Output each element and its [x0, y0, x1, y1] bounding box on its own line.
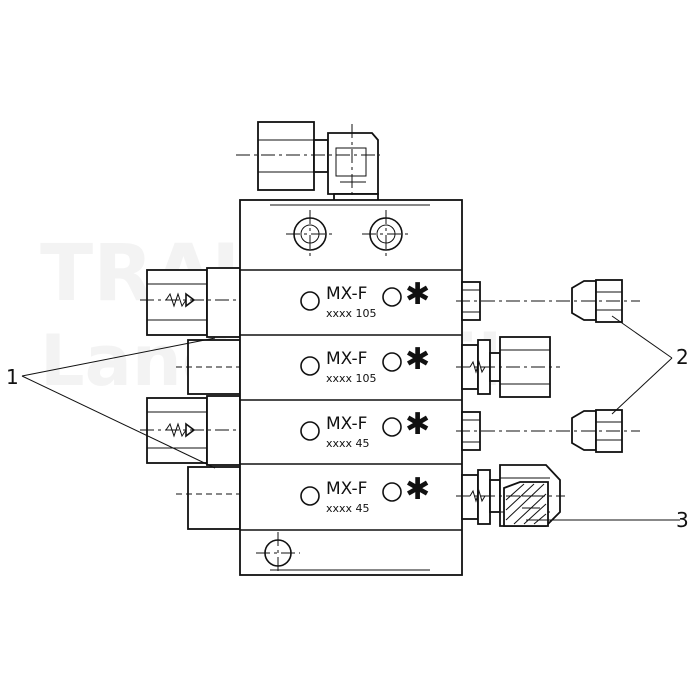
bottom-port	[256, 532, 300, 575]
left-plug-lower	[140, 395, 246, 466]
section-4-size: xxxx 45	[326, 502, 370, 515]
section-4-model: MX-F	[326, 479, 367, 499]
callout-3: 3	[676, 508, 689, 532]
center-lines	[456, 300, 640, 497]
section-4-mark: ✱	[405, 472, 430, 507]
left-boss-upper	[187, 339, 241, 395]
section-2-size: xxxx 105	[326, 372, 377, 385]
leader-lines	[21, 315, 680, 521]
valve-block	[239, 199, 463, 576]
section-3-model: MX-F	[326, 414, 367, 434]
hatched-section	[503, 481, 549, 527]
top-elbow-fitting	[236, 121, 380, 210]
right-plug-3	[461, 411, 481, 451]
section-1-size: xxxx 105	[326, 307, 377, 320]
left-boss-lower	[187, 466, 241, 530]
section-2-model: MX-F	[326, 349, 367, 369]
left-plug-upper	[140, 267, 246, 338]
top-port-left	[286, 210, 334, 258]
top-port-right	[362, 210, 410, 258]
section-1-mark: ✱	[405, 277, 430, 312]
section-3-mark: ✱	[405, 407, 430, 442]
section-1: MX-F xxxx 105 ✱	[300, 277, 430, 320]
section-2: MX-F xxxx 105 ✱	[300, 342, 430, 385]
section-4: MX-F xxxx 45 ✱	[300, 472, 430, 515]
callout-2: 2	[676, 345, 689, 369]
section-3: MX-F xxxx 45 ✱	[300, 407, 430, 450]
section-1-model: MX-F	[326, 284, 367, 304]
section-3-size: xxxx 45	[326, 437, 370, 450]
right-plug-1	[461, 281, 481, 321]
section-2-mark: ✱	[405, 342, 430, 377]
callout-1: 1	[6, 365, 19, 389]
